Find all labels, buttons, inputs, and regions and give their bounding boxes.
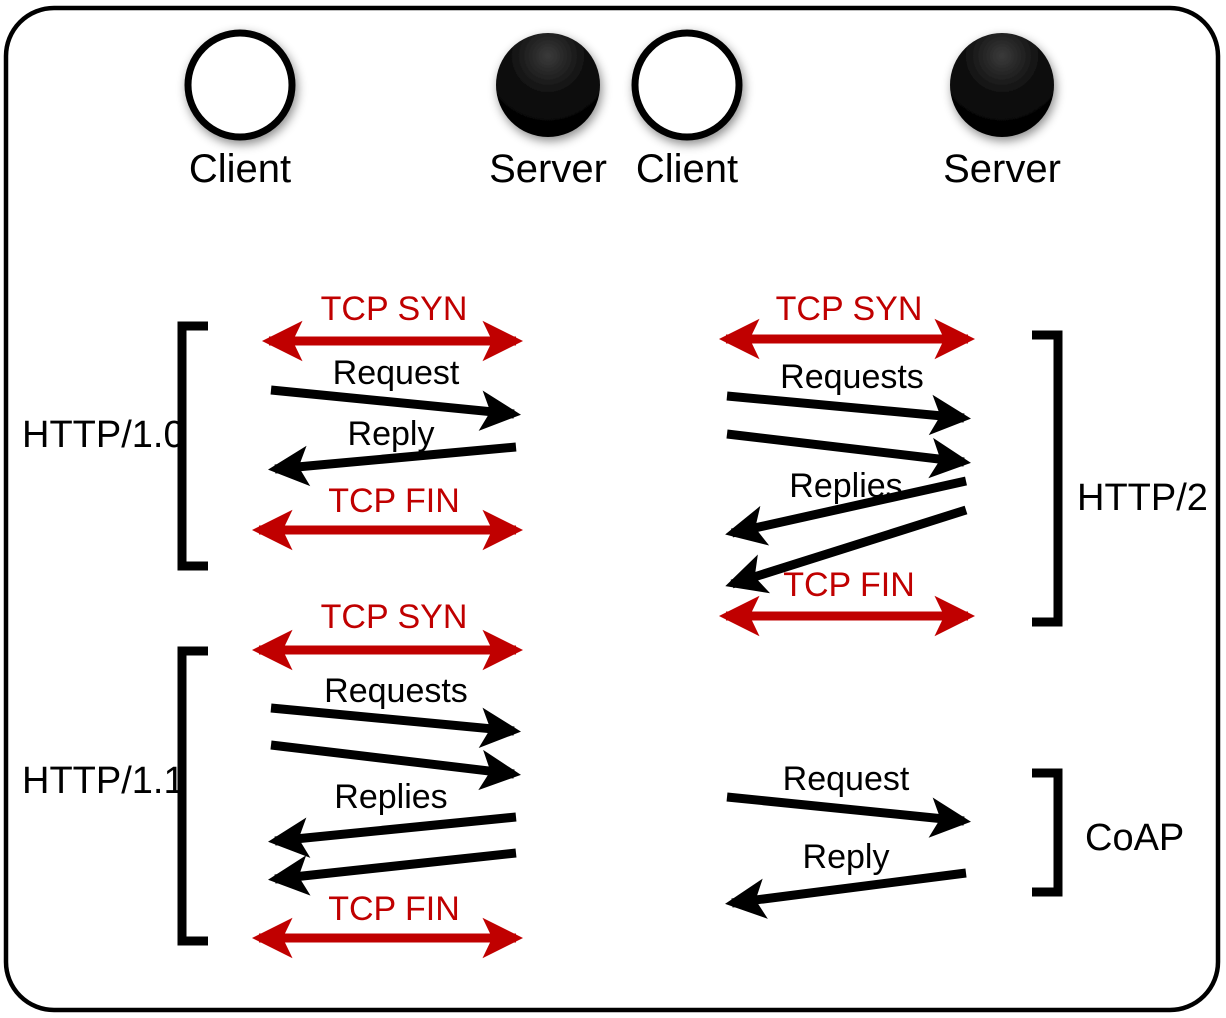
message-arrow-http-1-1-replies: [268, 812, 517, 858]
lifelines-layer: [230, 232, 1012, 965]
bracket-http-1-1: [177, 646, 208, 946]
node-server-left: Server: [489, 33, 607, 191]
node-label-client-right: Client: [636, 147, 738, 191]
message-label-http-2-reply1: Replies: [789, 467, 902, 505]
message-arrow-coap-reply: [725, 868, 967, 919]
message-label-http-2-syn: TCP SYN: [776, 290, 923, 328]
message-label-http-2-fin: TCP FIN: [783, 566, 915, 604]
protocol-label-http-2: HTTP/2: [1077, 477, 1208, 519]
bracket-http-2: [1032, 330, 1063, 627]
message-arrow-http-2-request1: [726, 391, 971, 436]
message-arrow-http-1-1-reply2: [268, 848, 517, 896]
message-arrow-coap-request: [726, 792, 971, 838]
solid-circle-icon: [496, 33, 600, 137]
nodes-layer: Client Server Client Server: [184, 29, 1061, 191]
message-label-http-1-1-request1: Requests: [324, 672, 468, 710]
solid-circle-icon: [950, 33, 1054, 137]
message-label-http-1-0-syn: TCP SYN: [321, 290, 468, 328]
message-label-http-1-0-reply: Reply: [348, 415, 435, 453]
message-label-http-1-1-replies: Replies: [334, 778, 447, 816]
node-client-right: Client: [631, 29, 743, 191]
message-arrow-http-2-request2: [726, 429, 971, 479]
protocol-label-http-1-1: HTTP/1.1: [22, 760, 185, 802]
outer-frame: [3, 5, 1221, 1013]
protocol-label-http-1-0: HTTP/1.0: [22, 414, 185, 456]
message-arrow-http-1-0-reply: [268, 442, 517, 487]
node-label-client-left: Client: [189, 147, 291, 191]
open-circle-icon: [184, 29, 296, 141]
message-label-http-2-request1: Requests: [780, 358, 924, 396]
message-label-coap-reply: Reply: [803, 838, 890, 876]
bracket-http-1-0: [177, 321, 208, 571]
protocol-label-coap: CoAP: [1085, 817, 1184, 859]
message-label-http-1-0-request: Request: [333, 354, 460, 392]
node-label-server-right: Server: [943, 147, 1061, 191]
node-client-left: Client: [184, 29, 296, 191]
message-label-coap-request: Request: [783, 760, 910, 798]
open-circle-icon: [631, 29, 743, 141]
message-label-http-1-0-fin: TCP FIN: [328, 482, 460, 520]
message-arrow-http-1-1-request2: [270, 740, 521, 791]
bracket-coap: [1032, 768, 1063, 897]
node-server-right: Server: [943, 33, 1061, 191]
message-arrow-http-1-0-request: [270, 385, 521, 431]
message-label-http-1-1-syn: TCP SYN: [321, 598, 468, 636]
message-label-http-1-1-fin: TCP FIN: [328, 890, 460, 928]
message-arrow-http-1-1-request1: [270, 703, 521, 749]
node-label-server-left: Server: [489, 147, 607, 191]
message-arrow-http-2-reply1: [725, 476, 967, 546]
message-arrow-http-2-reply2: [725, 505, 968, 594]
